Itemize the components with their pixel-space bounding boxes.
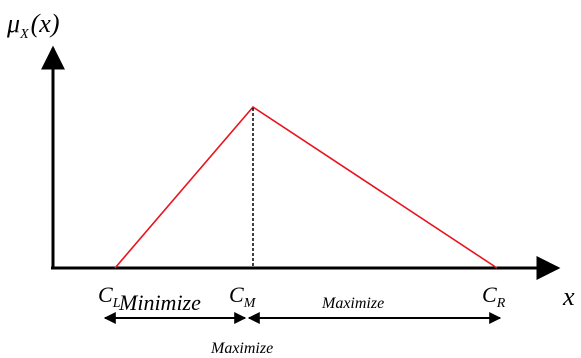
- span-label-minimize: Minimize: [118, 290, 201, 315]
- y-axis-label: μX(x): [6, 9, 59, 42]
- y-axis-label-symbol: μ: [6, 9, 20, 38]
- point-label-right: CR: [482, 282, 506, 311]
- point-label-middle: CM: [229, 282, 257, 311]
- y-axis-label-argument: (x): [31, 9, 60, 38]
- x-axis-label: x: [562, 282, 575, 311]
- point-label-left: CL: [98, 282, 121, 311]
- span-label-maximize-full: Maximize: [210, 340, 273, 357]
- y-axis-label-subscript: X: [19, 27, 29, 42]
- span-label-maximize-right: Maximize: [321, 295, 384, 312]
- membership-triangle: [114, 105, 498, 269]
